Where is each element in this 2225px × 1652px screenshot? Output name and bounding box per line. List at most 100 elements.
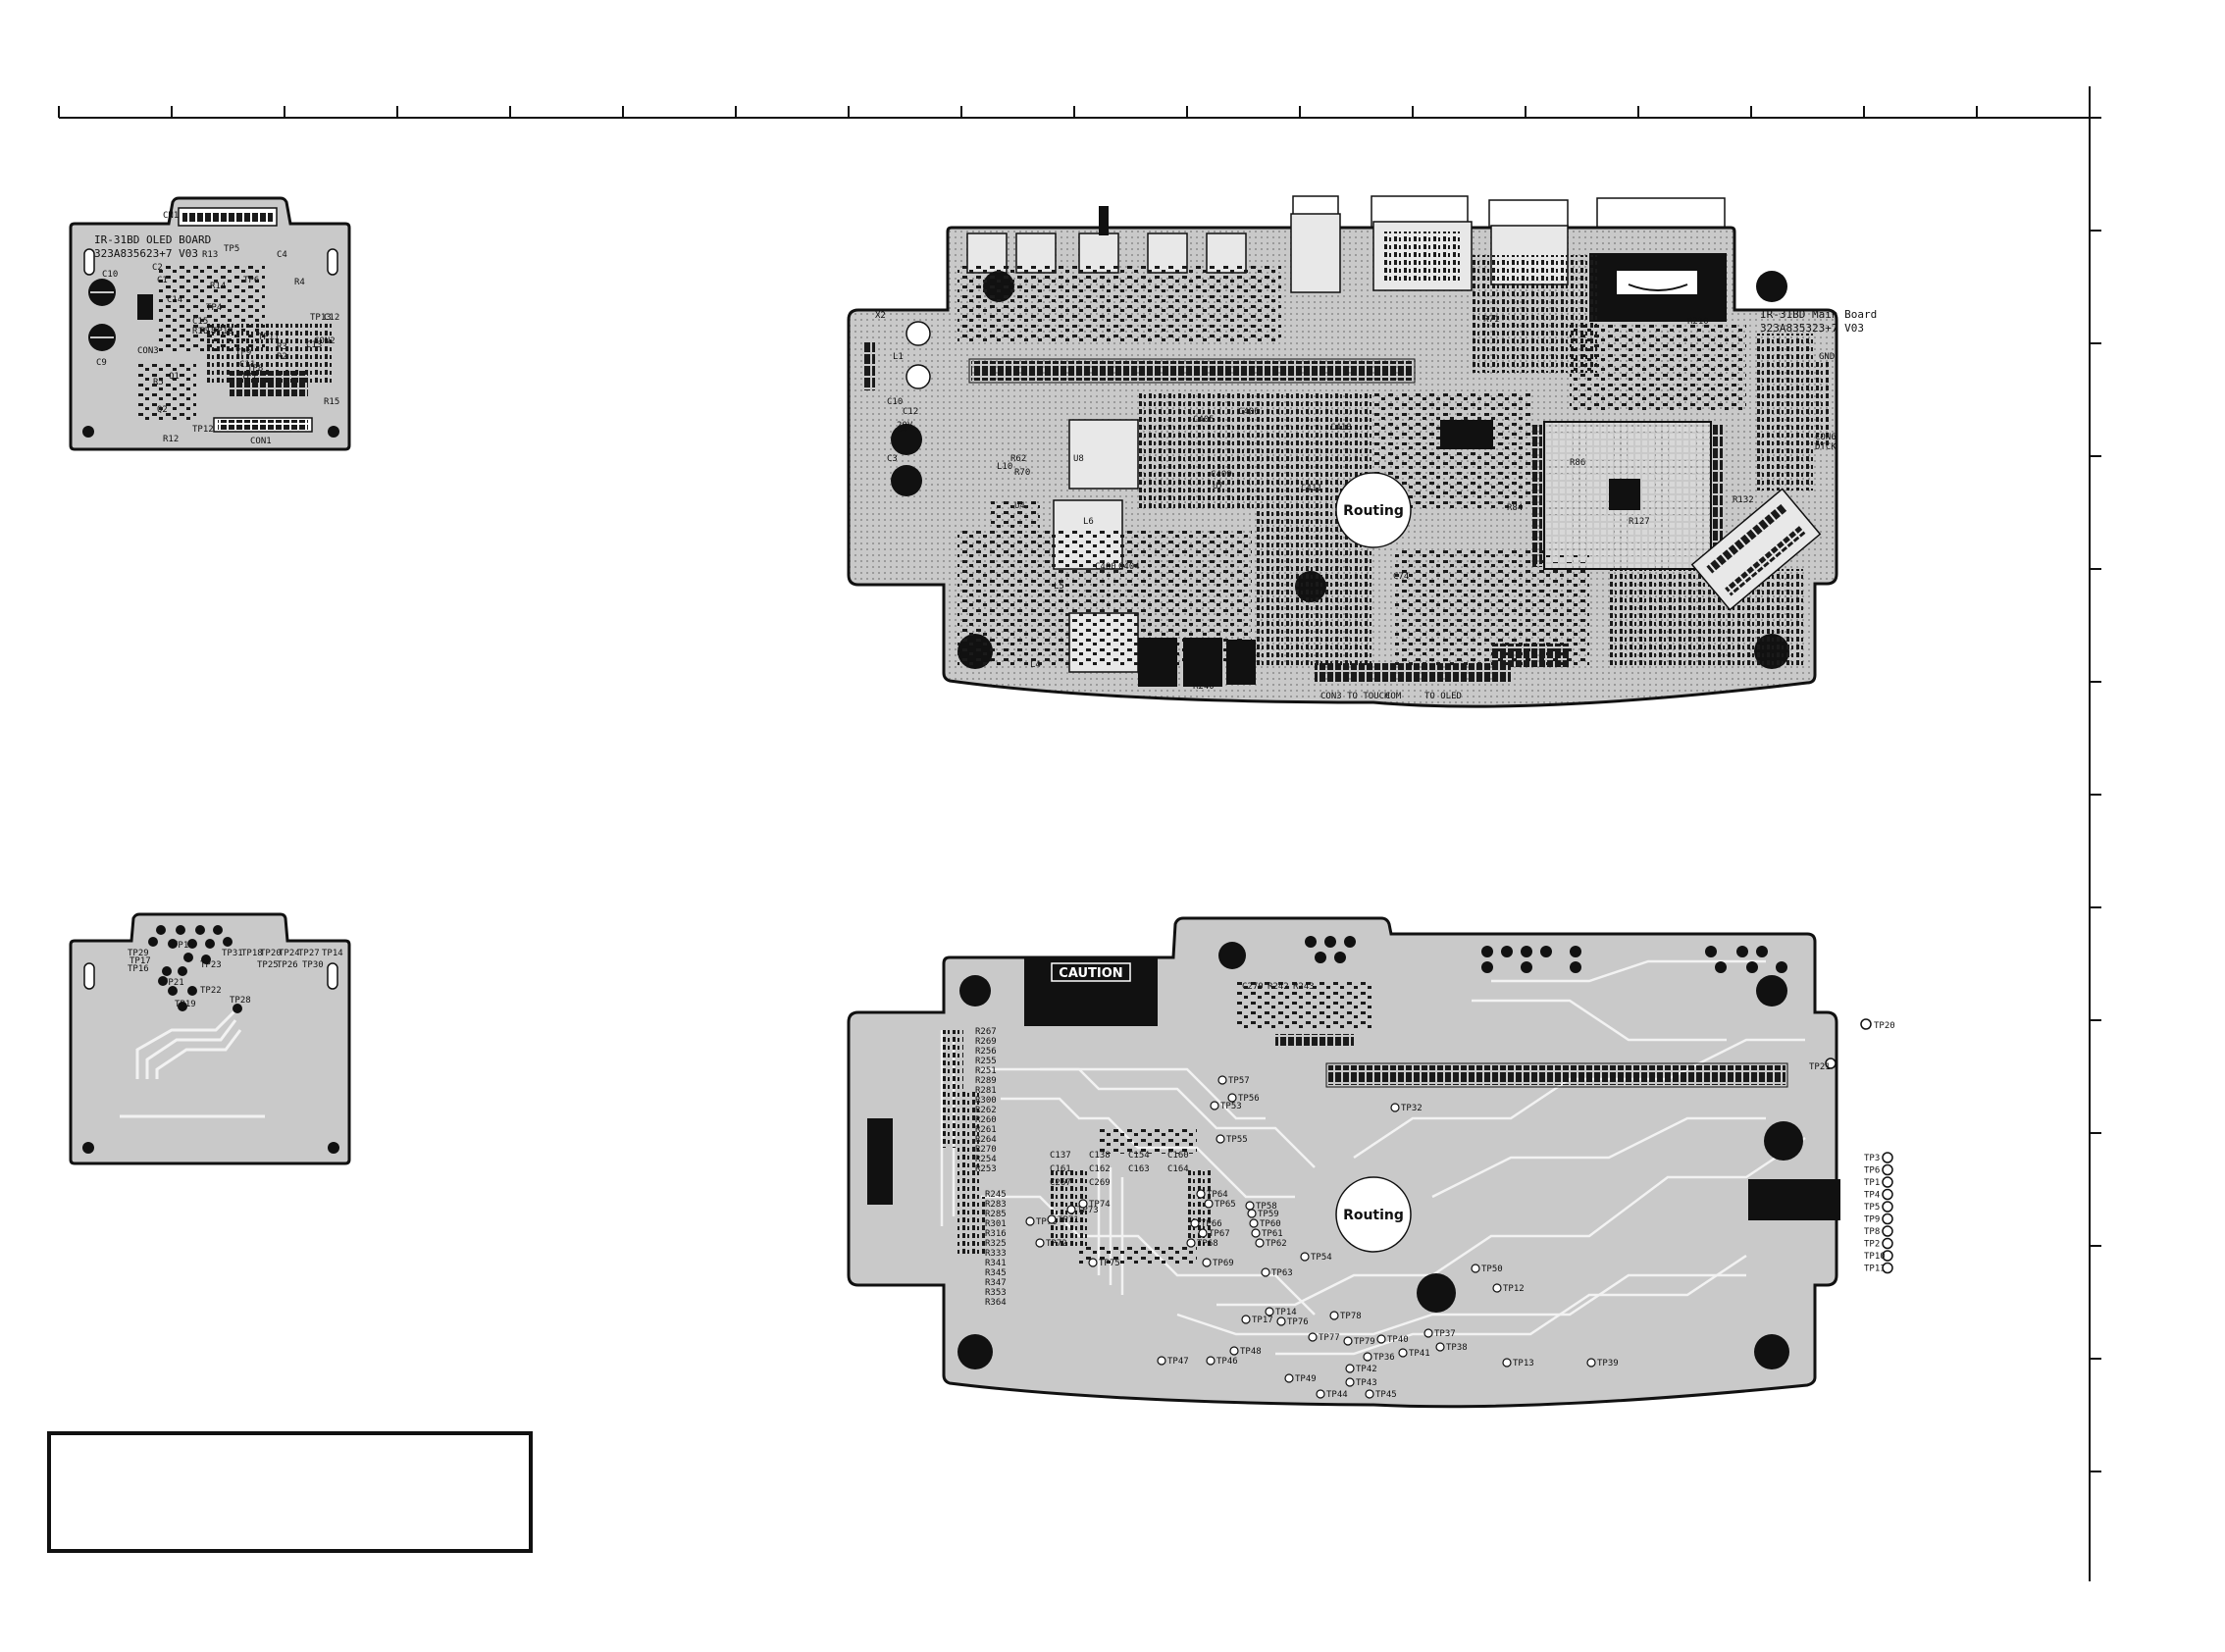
- test-point-pad: [1492, 1283, 1502, 1293]
- frame-ruler-top: [58, 106, 2091, 119]
- oled-front-part-label: R14: [210, 282, 226, 291]
- oled-back-tp-label: TP14: [322, 949, 343, 958]
- test-point-pad: [1586, 1358, 1596, 1368]
- main-back-part-label: R316: [985, 1229, 1007, 1239]
- oled-back-tp-label: TP26: [277, 960, 298, 970]
- main-back-part-label: R269: [975, 1037, 997, 1047]
- oled-back-tp-label: TP16: [128, 964, 149, 974]
- side-label-20v: 20V: [897, 421, 913, 431]
- main-back-part-label: R341: [985, 1259, 1007, 1268]
- test-point-pad: [1025, 1216, 1035, 1226]
- main-back-tp-column-label: TP11: [1864, 1265, 1886, 1274]
- oled-front-part-label: TP11: [258, 333, 280, 342]
- main-back-part-label: C160: [1167, 1151, 1189, 1161]
- oled-front-part-label: Q1: [169, 372, 180, 382]
- test-point-pad: [176, 925, 185, 935]
- main-back-tp-label: TP66: [1201, 1219, 1222, 1229]
- main-back-tp-label: TP71: [1058, 1215, 1079, 1225]
- main-back-tp-label: TP38: [1446, 1343, 1468, 1353]
- main-back-tp-label: TP46: [1216, 1357, 1238, 1367]
- main-back-part-label: R261: [975, 1125, 997, 1135]
- main-front-part-label: U7: [1213, 482, 1223, 491]
- test-point-pad: [1882, 1213, 1893, 1225]
- main-back-part-label: R347: [985, 1278, 1007, 1288]
- oled-back-tp-label: TP31: [222, 949, 243, 958]
- test-point-pad: [1308, 1332, 1318, 1342]
- main-front-part-label: C406: [1238, 407, 1260, 417]
- oled-front-part-label: TP12: [192, 425, 214, 435]
- test-point-pad: [1210, 1101, 1219, 1110]
- oled-front-part-label: R12: [163, 435, 179, 444]
- test-point-pad: [1035, 1238, 1045, 1248]
- main-back-tp-column-label: TP3: [1864, 1154, 1880, 1163]
- main-back-tp-label: TP54: [1311, 1253, 1332, 1263]
- test-point-pad: [201, 955, 211, 964]
- test-point-pad: [1329, 1311, 1339, 1320]
- oled-front-part-label: R5: [153, 378, 164, 387]
- main-back-tp-label: TP63: [1271, 1268, 1293, 1278]
- main-back-part-label: R260: [975, 1115, 997, 1125]
- oled-front-part-label: C14: [167, 295, 182, 305]
- test-point-pad: [1190, 1218, 1200, 1228]
- oled-front-part-label: R15: [324, 397, 339, 407]
- main-back-part-label: C267: [1050, 1178, 1071, 1188]
- main-back-part-label: C154: [1128, 1151, 1150, 1161]
- main-back-part-label: R364: [985, 1298, 1007, 1308]
- main-back-tp-column-label: TP4: [1864, 1191, 1880, 1201]
- main-back-tp-label: TP47: [1167, 1357, 1189, 1367]
- test-point-pad: [1882, 1262, 1893, 1274]
- test-point-pad: [1882, 1163, 1893, 1176]
- test-point-pad: [162, 966, 172, 976]
- test-point-pad: [195, 925, 205, 935]
- main-front-part-label: C409: [1211, 470, 1232, 480]
- test-point-pad: [1316, 1389, 1325, 1399]
- main-back-part-label: C162: [1089, 1164, 1111, 1174]
- oled-front-part-label: TP6: [243, 276, 259, 285]
- main-back-tp-label: TP14: [1275, 1308, 1297, 1317]
- test-point-pad: [1249, 1218, 1259, 1228]
- test-point-pad: [1078, 1199, 1088, 1209]
- test-point-pad: [233, 1004, 242, 1013]
- test-point-pad: [1255, 1238, 1265, 1248]
- edge-label-touch: CON3 TO TOUCH: [1320, 692, 1389, 701]
- caution-label: CAUTION: [1059, 966, 1122, 981]
- main-back-tp-label: TP44: [1326, 1390, 1348, 1400]
- main-back-tp-label: TP13: [1513, 1359, 1534, 1368]
- oled-back-tp-label: TP24: [279, 949, 300, 958]
- main-back-tp-column-label: TP2: [1864, 1240, 1880, 1250]
- main-back-part-label: R256: [975, 1047, 997, 1057]
- oled-front-part-label: R16: [192, 327, 208, 336]
- main-back-tp-label: TP72: [1046, 1239, 1067, 1249]
- test-point-pad: [178, 1002, 187, 1011]
- frame-ruler-right: [2089, 86, 2101, 1581]
- main-back-part-label: R283: [985, 1200, 1007, 1210]
- main-front-part-label: R240: [1193, 682, 1215, 692]
- main-back-tp-column-label: TP1: [1864, 1178, 1880, 1188]
- test-point-pad: [1196, 1189, 1206, 1199]
- test-point-pad: [1217, 1075, 1227, 1085]
- main-front-part-label: L10: [997, 462, 1012, 472]
- oled-front-part-label: C13: [306, 340, 322, 350]
- main-front-part-label: L4: [1030, 660, 1041, 670]
- oled-con2-label: CON2: [314, 336, 336, 346]
- test-point-pad: [1860, 1018, 1872, 1030]
- main-back-tp-label: TP32: [1401, 1104, 1423, 1113]
- test-point-pad: [1245, 1201, 1255, 1211]
- test-point-pad: [1227, 1093, 1237, 1103]
- main-back-tp-label: TP68: [1197, 1239, 1218, 1249]
- test-point-pad: [1882, 1201, 1893, 1213]
- test-point-pad: [1202, 1258, 1212, 1267]
- main-back-part-label: R333: [985, 1249, 1007, 1259]
- test-point-pad: [168, 986, 178, 996]
- main-back-tp-label: TP49: [1295, 1374, 1317, 1384]
- test-point-pad: [1502, 1358, 1512, 1368]
- main-back-part-label: R289: [975, 1076, 997, 1086]
- oled-back-tp-label: TP19: [175, 1000, 196, 1009]
- oled-back-tp-label: TP30: [302, 960, 324, 970]
- main-back-part-label: R301: [985, 1219, 1007, 1229]
- main-back-part-label: R270: [975, 1145, 997, 1155]
- oled-board-part-no: 323A835623+7 V03: [94, 247, 198, 260]
- test-point-pad: [156, 925, 166, 935]
- oled-front-part-label: R2: [277, 352, 287, 362]
